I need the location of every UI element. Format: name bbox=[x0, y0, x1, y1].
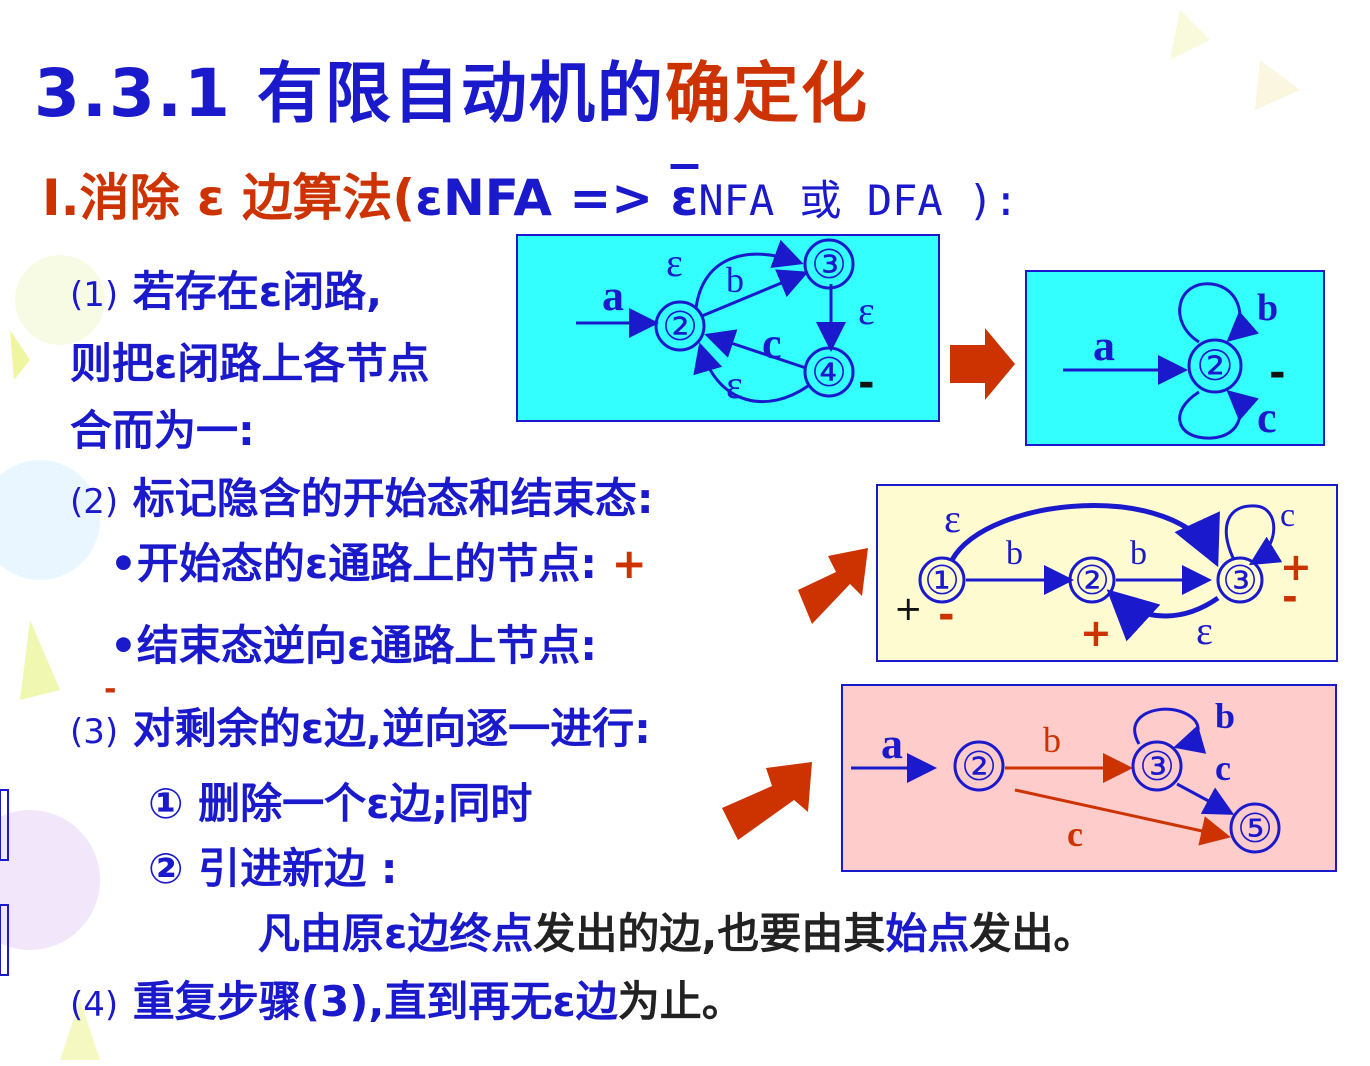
d4-label-c1: c bbox=[1215, 748, 1231, 788]
step2-bullet2: •结束态逆向ε通路上节点: bbox=[110, 621, 598, 670]
d4-node-5: ⑤ bbox=[1237, 806, 1273, 852]
d1-node-3: ③ bbox=[811, 242, 847, 288]
d4-node-3: ③ bbox=[1139, 744, 1175, 790]
step3-sub1: ① 删除一个ε边;同时 bbox=[148, 779, 533, 828]
step3-rule: 凡由原ε边终点发出的边,也要由其始点发出。 bbox=[258, 909, 1096, 958]
d4-label-a: a bbox=[881, 719, 903, 768]
d3-label-e1: ε bbox=[944, 496, 961, 541]
d2-label-a: a bbox=[1093, 321, 1115, 370]
section-heading: Ⅰ.消除 ε 边算法(εNFA => εNFA 或 DFA ): bbox=[42, 169, 1019, 227]
arrow-diagonal-3 bbox=[722, 762, 812, 840]
d3-label-e2: ε bbox=[1196, 608, 1213, 653]
arrow-right-1 bbox=[950, 328, 1015, 400]
d3-label-plus3: + bbox=[1280, 545, 1312, 589]
d1-label-e3: ε bbox=[726, 362, 743, 407]
d3-node-3: ③ bbox=[1222, 558, 1258, 604]
d2-label-c: c bbox=[1257, 393, 1277, 442]
d1-label-a: a bbox=[602, 271, 624, 320]
d1-node-2: ② bbox=[662, 304, 698, 350]
d4-label-b2: b bbox=[1215, 696, 1235, 736]
arrow-diagonal-2 bbox=[798, 548, 868, 624]
d3-label-b1: b bbox=[1006, 535, 1023, 572]
d2-label-minus: - bbox=[1269, 350, 1286, 396]
step1-line1: (1) 若存在ε闭路, bbox=[70, 267, 383, 316]
d3-node-2: ② bbox=[1074, 558, 1110, 604]
d4-node-2: ② bbox=[961, 744, 997, 790]
step2-heading: (2) 标记隐含的开始态和结束态: bbox=[70, 474, 654, 523]
diagram-epsilon-closure: ② ③ ④ a ε b ε c ε - bbox=[516, 234, 940, 422]
step3-minus-mark: - bbox=[104, 672, 117, 707]
d1-label-e1: ε bbox=[666, 240, 683, 285]
diagram-start-end-marking: ① ② ③ ε b b c ε + - + + - bbox=[876, 484, 1338, 662]
d3-node-1: ① bbox=[924, 558, 960, 604]
d3-label-b2: b bbox=[1130, 535, 1147, 572]
d1-label-c: c bbox=[762, 319, 782, 368]
d4-label-b1: b bbox=[1043, 720, 1061, 760]
d3-label-minus3: - bbox=[1282, 575, 1298, 619]
d1-label-e2: ε bbox=[858, 288, 875, 333]
diagram-remove-epsilon: ② ③ ⑤ a b b c c bbox=[841, 684, 1337, 872]
step3-sub2: ② 引进新边 : bbox=[148, 844, 398, 893]
d1-node-4: ④ bbox=[811, 350, 847, 396]
d1-label-minus: - bbox=[858, 360, 875, 406]
d4-label-c2: c bbox=[1067, 814, 1083, 854]
step1-line2: 则把ε闭路上各节点 bbox=[70, 339, 430, 388]
page-title: 3.3.1 有限自动机的确定化 bbox=[34, 55, 869, 132]
diagram-merged-node: ② a b c - bbox=[1025, 270, 1325, 446]
d3-label-plus1: + bbox=[894, 589, 923, 629]
step1-line3: 合而为一: bbox=[70, 406, 255, 455]
step3-heading: (3) 对剩余的ε边,逆向逐一进行: bbox=[70, 704, 651, 753]
step2-bullet1: •开始态的ε通路上的节点: + bbox=[110, 539, 647, 588]
d2-node-2: ② bbox=[1196, 341, 1234, 390]
d2-label-b: b bbox=[1257, 287, 1278, 329]
d1-label-b: b bbox=[726, 260, 744, 300]
d3-label-minus1: - bbox=[938, 592, 955, 638]
d3-label-plus2: + bbox=[1080, 611, 1112, 655]
step4-text: (4) 重复步骤(3),直到再无ε边为止。 bbox=[70, 977, 744, 1026]
d3-label-c: c bbox=[1280, 497, 1295, 534]
